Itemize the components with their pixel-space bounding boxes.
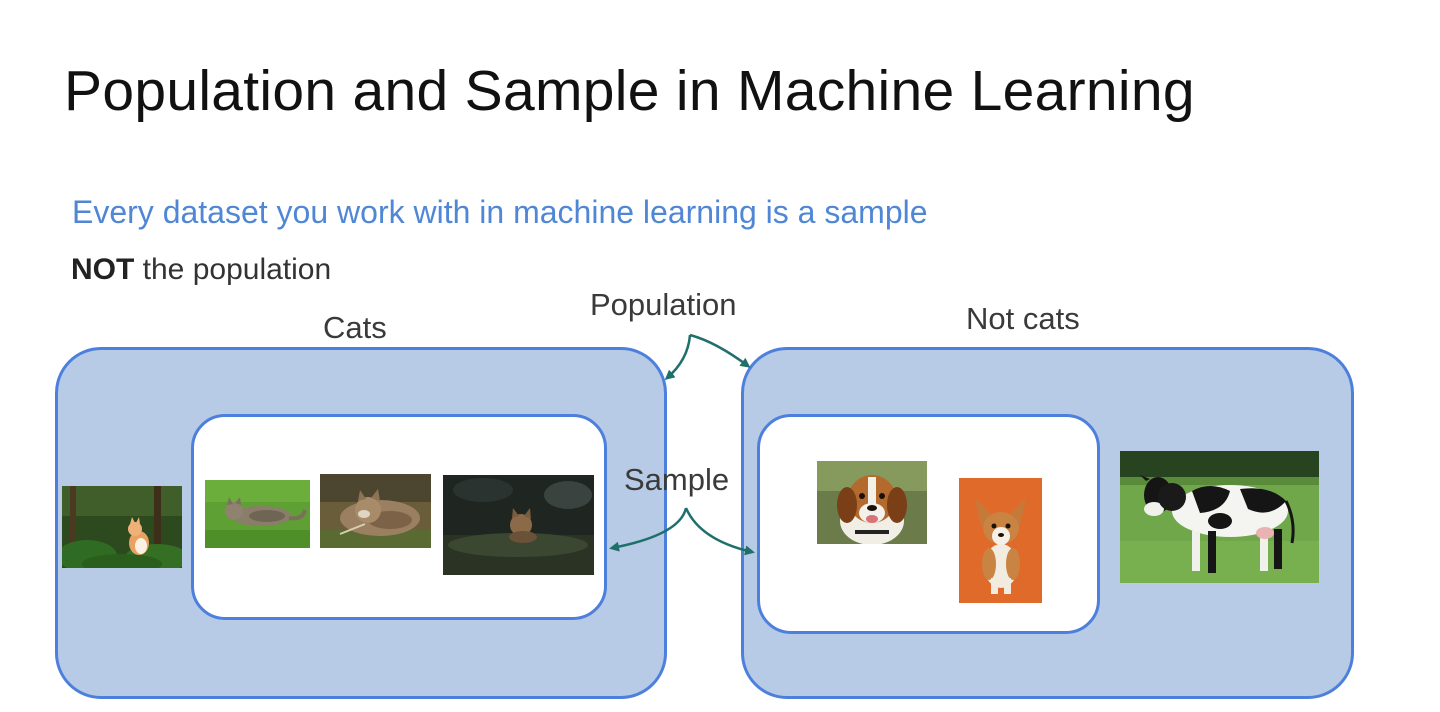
slide-subtitle: Every dataset you work with in machine l… [72,194,928,230]
cow-in-field-photo [1120,451,1319,583]
corgi-puppy-photo [959,478,1042,603]
tabby-cat-photo [320,474,431,548]
note-rest: the population [134,253,332,286]
population-arrow-left [664,334,692,380]
cat-in-dark-field-photo [443,475,594,575]
not-cats-sample-box [757,414,1100,634]
cat-on-grass-photo [205,480,310,548]
slide-note: NOT the population [71,253,331,287]
slide-title: Population and Sample in Machine Learnin… [64,59,1195,123]
cat-in-garden-photo [62,486,182,568]
beagle-photo [817,461,927,544]
sample-label: Sample [624,462,730,497]
note-bold: NOT [71,253,135,286]
cats-label: Cats [323,310,387,345]
not-cats-label: Not cats [966,301,1080,336]
population-arrow-right [689,333,751,368]
population-label: Population [590,287,737,322]
